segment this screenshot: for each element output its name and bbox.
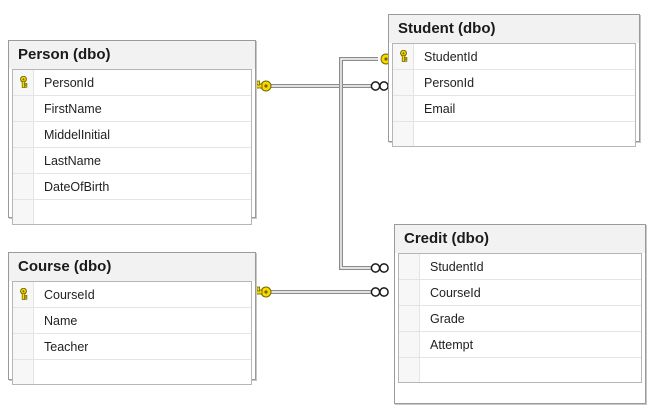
relationship-many-endpoint — [370, 81, 389, 91]
key-gutter-empty — [13, 308, 34, 333]
column-name: Grade — [430, 311, 465, 326]
column-row[interactable]: Email — [393, 96, 635, 122]
column-row[interactable]: Name — [13, 308, 251, 334]
key-gutter-empty — [399, 280, 420, 305]
column-row[interactable]: Grade — [399, 306, 641, 332]
column-row[interactable]: Teacher — [13, 334, 251, 360]
new-column-placeholder-row[interactable] — [399, 358, 641, 382]
column-row[interactable]: MiddelInitial — [13, 122, 251, 148]
entity-header-student[interactable]: Student (dbo) — [389, 15, 639, 43]
column-name: StudentId — [424, 49, 478, 64]
column-name: PersonId — [424, 75, 475, 90]
column-row[interactable]: PersonId — [13, 70, 251, 96]
relationship-many-endpoint — [370, 263, 389, 273]
column-name: StudentId — [430, 259, 484, 274]
column-row[interactable]: FirstName — [13, 96, 251, 122]
primary-key-icon — [19, 76, 27, 88]
key-gutter-empty — [13, 334, 34, 359]
key-gutter-empty — [13, 200, 34, 224]
key-gutter-empty — [13, 96, 34, 121]
column-row[interactable]: Attempt — [399, 332, 641, 358]
column-name: PersonId — [44, 75, 95, 90]
column-name: Email — [424, 101, 456, 116]
column-row[interactable]: StudentId — [393, 44, 635, 70]
column-row[interactable]: DateOfBirth — [13, 174, 251, 200]
key-gutter-empty — [393, 96, 414, 121]
key-gutter-empty — [399, 306, 420, 331]
primary-key-icon — [399, 50, 407, 62]
key-gutter-empty — [13, 148, 34, 173]
new-column-placeholder-row[interactable] — [13, 360, 251, 384]
key-gutter-empty — [13, 174, 34, 199]
column-name: MiddelInitial — [44, 127, 111, 142]
column-name: Attempt — [430, 337, 474, 352]
new-column-placeholder-row[interactable] — [393, 122, 635, 146]
key-gutter-empty — [399, 254, 420, 279]
column-name: Teacher — [44, 339, 89, 354]
relationship-course-credit[interactable] — [252, 286, 389, 298]
column-name: CourseId — [430, 285, 481, 300]
column-name: Name — [44, 313, 78, 328]
column-row[interactable]: LastName — [13, 148, 251, 174]
column-row[interactable]: CourseId — [13, 282, 251, 308]
column-row[interactable]: StudentId — [399, 254, 641, 280]
key-gutter-empty — [13, 360, 34, 384]
key-gutter-empty — [399, 358, 420, 382]
entity-header-course[interactable]: Course (dbo) — [9, 253, 255, 281]
key-gutter-empty — [13, 122, 34, 147]
key-gutter-empty — [393, 122, 414, 146]
column-name: LastName — [44, 153, 101, 168]
entity-header-credit[interactable]: Credit (dbo) — [395, 225, 645, 253]
new-column-placeholder-row[interactable] — [13, 200, 251, 224]
key-gutter-empty — [393, 70, 414, 95]
key-gutter-filled — [13, 70, 34, 95]
relationship-person-student[interactable] — [252, 80, 389, 92]
column-row[interactable]: CourseId — [399, 280, 641, 306]
primary-key-icon — [19, 288, 27, 300]
key-gutter-filled — [13, 282, 34, 307]
column-row[interactable]: PersonId — [393, 70, 635, 96]
column-name: CourseId — [44, 287, 95, 302]
key-gutter-filled — [393, 44, 414, 69]
relationship-many-endpoint — [370, 287, 389, 297]
column-name: DateOfBirth — [44, 179, 110, 194]
column-name: FirstName — [44, 101, 102, 116]
key-gutter-empty — [399, 332, 420, 357]
entity-header-person[interactable]: Person (dbo) — [9, 41, 255, 69]
